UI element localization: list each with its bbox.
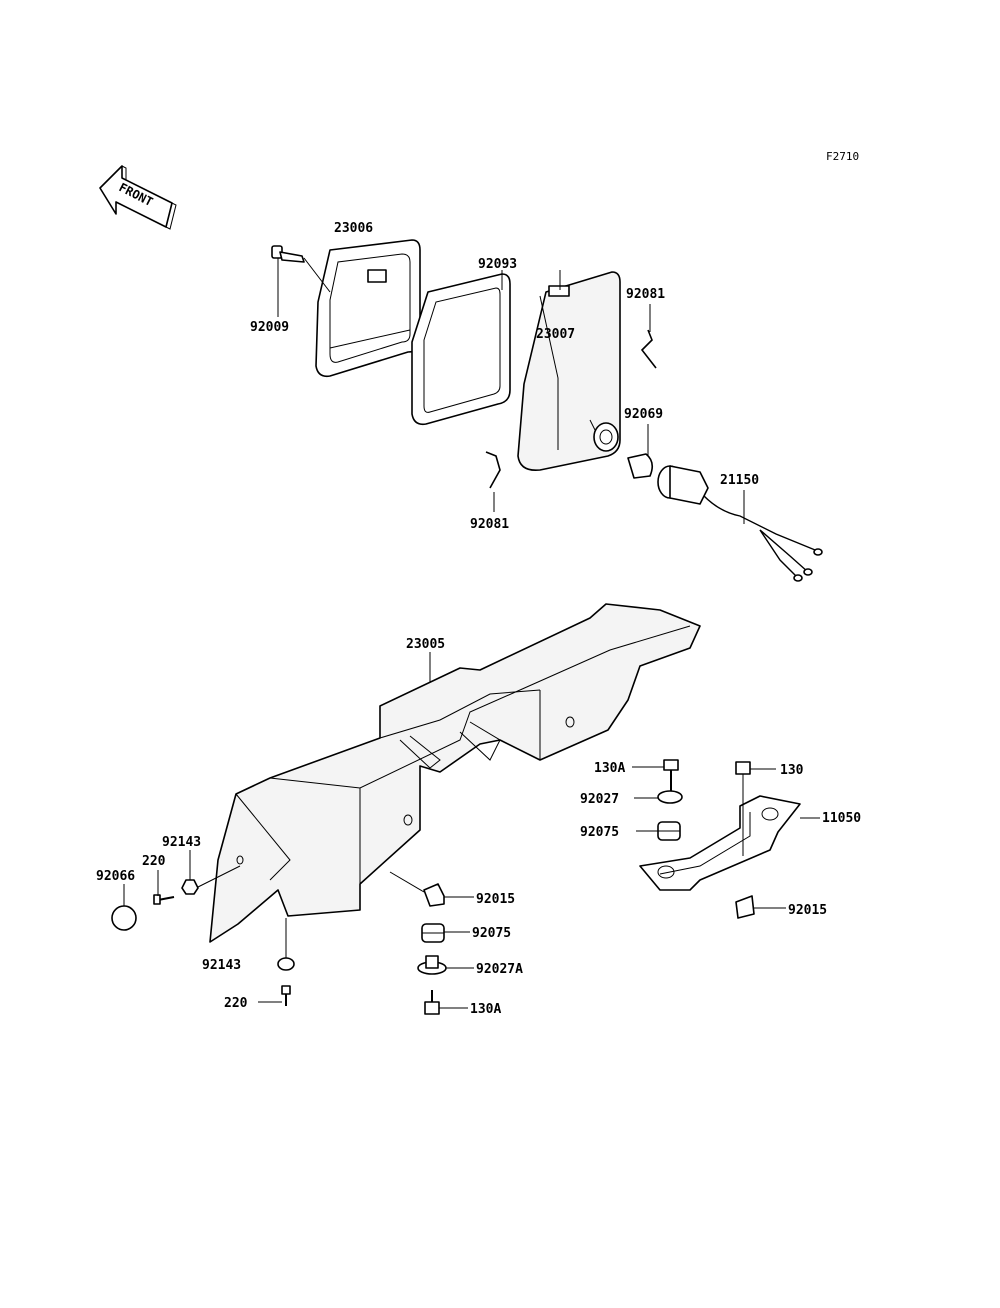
washer-92027A [417,955,474,975]
label-220-upper: 220 [142,854,166,869]
washer-92027 [634,790,683,804]
label-21150: 21150 [720,473,759,488]
bolt-130 [735,761,776,856]
label-92015-right: 92015 [788,903,827,918]
headlight-body [517,270,621,472]
label-92069: 92069 [624,407,663,422]
screw-92009 [271,245,331,317]
label-92075-upper: 92075 [580,825,619,840]
nut-92015-right [735,895,786,919]
nut-92015-center [389,871,474,907]
label-92075-lower: 92075 [472,926,511,941]
screw-220-lower [258,985,291,1006]
label-130A-upper: 130A [594,761,625,776]
label-23005: 23005 [406,637,445,652]
label-92066: 92066 [96,869,135,884]
label-130A-lower: 130A [470,1002,501,1017]
spring-clip-top [640,304,657,369]
cap-92066 [111,884,137,931]
bolt-130A-lower [424,990,468,1015]
grommet-92075-upper [636,821,681,841]
label-92081-top: 92081 [626,287,665,302]
spring-clip-bottom [485,451,501,512]
bulb [627,424,654,479]
label-92027: 92027 [580,792,619,807]
bracket [639,795,820,891]
label-92143-upper: 92143 [162,835,201,850]
headlight-cover [209,603,701,943]
nut-92143-lower [277,918,295,971]
label-92009: 92009 [250,320,289,335]
gasket [411,270,511,426]
figure-code: F2710 [826,150,859,163]
label-92143-lower: 92143 [202,958,241,973]
socket-harness [657,465,823,582]
grommet-92075-lower [421,923,470,943]
label-130: 130 [780,763,804,778]
front-arrow-icon: FRONT [99,165,177,230]
label-220-lower: 220 [224,996,248,1011]
label-92015-center: 92015 [476,892,515,907]
label-92093: 92093 [478,257,517,272]
label-23006: 23006 [334,221,373,236]
screw-220-upper [153,870,175,905]
headlight-rim [315,239,421,378]
label-92027A: 92027A [476,962,523,977]
label-92081-bottom: 92081 [470,517,509,532]
nut-92143-upper [181,850,241,895]
label-23007: 23007 [536,327,575,342]
label-11050: 11050 [822,811,861,826]
